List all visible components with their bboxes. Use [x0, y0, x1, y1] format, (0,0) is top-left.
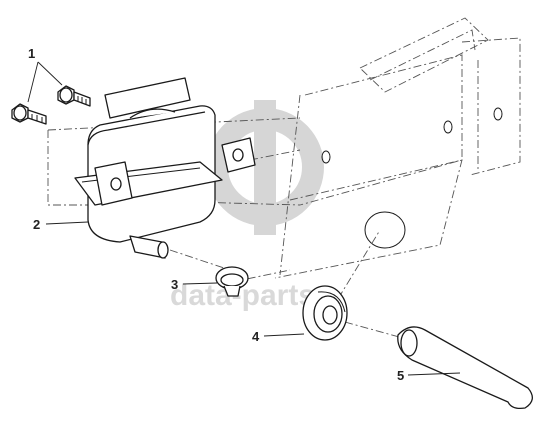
hose-clamp — [215, 266, 249, 297]
grommet — [302, 285, 348, 341]
body-panel — [274, 17, 521, 279]
watermark-bar — [254, 100, 276, 235]
leader-lines — [27, 61, 461, 376]
filler-cap — [104, 77, 191, 119]
watermark-logo — [206, 108, 324, 226]
hose — [397, 326, 533, 410]
bolt — [11, 103, 47, 125]
watermark: data-parts — [170, 100, 324, 312]
callout-5: 5 — [397, 368, 404, 383]
panel-hole — [493, 107, 503, 121]
expansion-tank — [74, 77, 256, 259]
callout-2: 2 — [33, 217, 40, 232]
panel-hole — [443, 120, 453, 134]
callout-4: 4 — [252, 329, 260, 344]
callout-3: 3 — [171, 277, 178, 292]
panel-hole — [321, 150, 331, 164]
panel-grommet-hole — [364, 211, 406, 249]
bolt — [57, 85, 91, 107]
callout-1: 1 — [28, 46, 35, 61]
